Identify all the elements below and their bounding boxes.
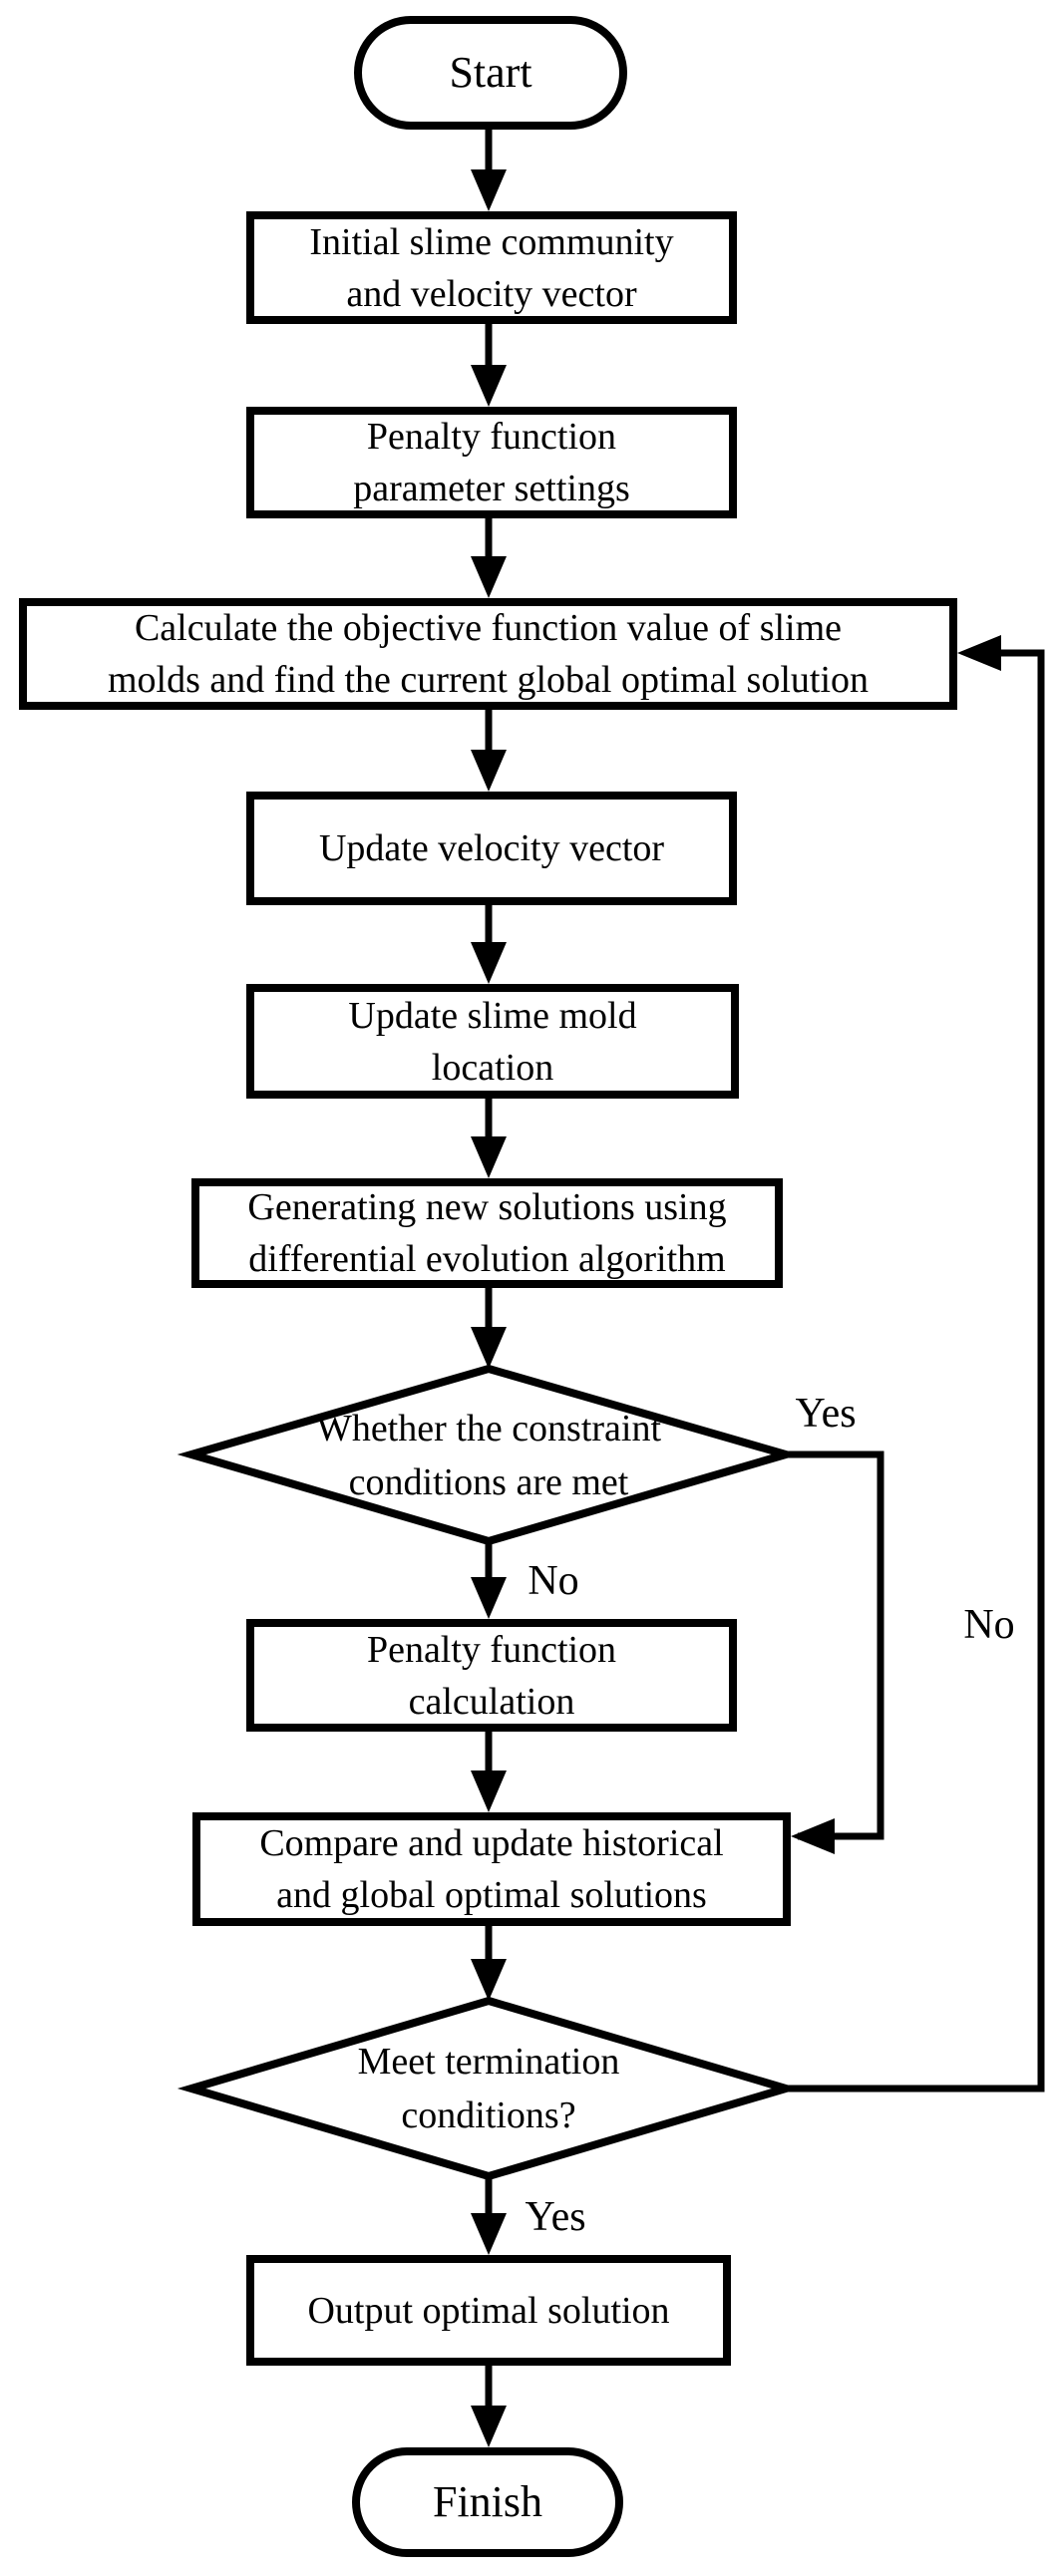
step-output-optimal-solution: Output optimal solution: [246, 2255, 731, 2366]
arrowhead-constraint-yes-into-compare: [791, 1818, 835, 1854]
arrowhead-termination-no-into-calculate: [957, 635, 1001, 671]
termination-yes-label: Yes: [525, 2194, 586, 2240]
start-terminator: Start: [354, 16, 627, 130]
termination-decision-diamond: [176, 1996, 801, 2181]
arrowhead-output-to-finish: [471, 2406, 507, 2447]
arrowhead-generate-to-constraint: [471, 1327, 507, 1369]
arrowhead-updatevelocity-to-updatelocation: [471, 942, 507, 984]
arrowhead-start-to-initial: [471, 169, 507, 211]
step-update-slime-mold-location: Update slime mold location: [246, 984, 739, 1099]
step-penalty-function-calculation: Penalty function calculation: [246, 1619, 737, 1732]
step-penalty-parameter-settings: Penalty function parameter settings: [246, 407, 737, 518]
arrowhead-calculate-to-updatevelocity: [471, 750, 507, 792]
arrowhead-termination-yes: [471, 2213, 507, 2255]
constraint-decision-label: Whether the constraint conditions are me…: [315, 1407, 662, 1503]
termination-no-label: No: [963, 1602, 1015, 1648]
arrowhead-penaltysettings-to-calculate: [471, 556, 507, 598]
arrowhead-penaltycalc-to-compare: [471, 1771, 507, 1812]
constraint-decision-diamond: [176, 1364, 801, 1546]
step-calculate-objective-function: Calculate the objective function value o…: [19, 598, 957, 710]
arrowhead-updatelocation-to-generate: [471, 1136, 507, 1178]
step-initial-slime-community: Initial slime community and velocity vec…: [246, 211, 737, 324]
finish-terminator: Finish: [352, 2447, 623, 2557]
step-compare-update-optimal-solutions: Compare and update historical and global…: [192, 1812, 791, 1926]
constraint-no-label: No: [528, 1558, 579, 1604]
arrowhead-constraint-no: [471, 1577, 507, 1619]
arrowhead-initial-to-penaltysettings: [471, 365, 507, 407]
edge-constraint-yes-path: [786, 1450, 884, 1840]
constraint-yes-label: Yes: [795, 1391, 857, 1437]
step-generate-new-solutions: Generating new solutions using different…: [191, 1178, 783, 1288]
termination-decision-label: Meet termination conditions?: [357, 2041, 620, 2136]
edge-termination-no-path: [786, 649, 1045, 2093]
arrowhead-compare-to-termination: [471, 1959, 507, 2001]
step-update-velocity-vector: Update velocity vector: [246, 792, 737, 905]
